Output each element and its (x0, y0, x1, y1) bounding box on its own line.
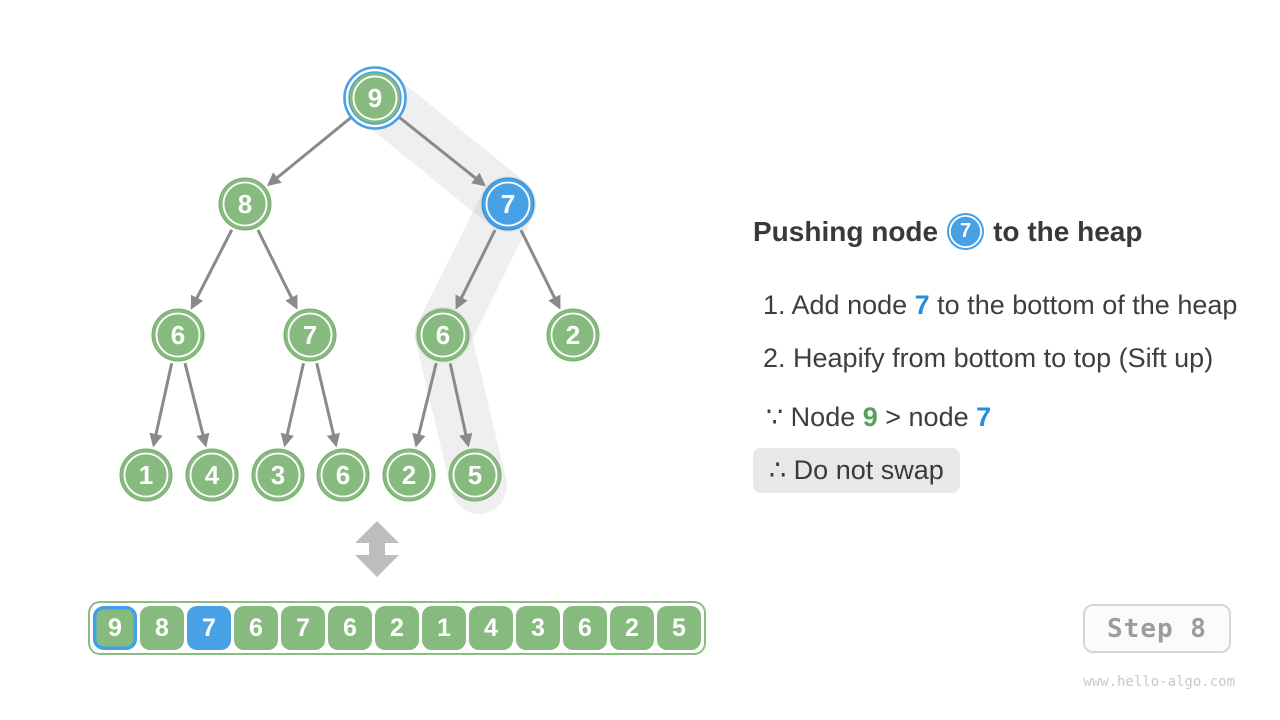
tree-node: 6 (416, 308, 470, 362)
sift-up-path-highlight (347, 68, 536, 514)
tree-node-pushed: 7 (481, 177, 535, 231)
tree-node: 8 (218, 177, 272, 231)
array-cell: 9 (93, 606, 137, 650)
tree-node: 7 (283, 308, 337, 362)
array-cell: 6 (563, 606, 607, 650)
step-1-suffix: to the bottom of the heap (929, 290, 1238, 320)
array-cell: 7 (187, 606, 231, 650)
tree-node: 1 (119, 448, 173, 502)
array-cell: 2 (610, 606, 654, 650)
array-cell: 8 (140, 606, 184, 650)
step-1-highlight: 7 (914, 290, 930, 320)
node-value: 3 (271, 460, 285, 490)
tree-node: 3 (251, 448, 305, 502)
panel-title: Pushing node 7 to the heap (753, 213, 1142, 250)
array-cell: 5 (657, 606, 701, 650)
node-value: 5 (468, 460, 482, 490)
tree-node: 2 (382, 448, 436, 502)
node-value: 6 (336, 460, 350, 490)
watermark-url: www.hello-algo.com (1083, 674, 1235, 690)
tree-node: 6 (151, 308, 205, 362)
node-value: 9 (368, 83, 382, 113)
node-value: 2 (566, 320, 580, 350)
reason-blue-value: 7 (976, 402, 992, 432)
node-value: 2 (402, 460, 416, 490)
step-counter-badge: Step 8 (1083, 604, 1231, 653)
step-2-text: 2. Heapify from bottom to top (Sift up) (763, 343, 1214, 373)
reason-green-value: 9 (862, 402, 878, 432)
reason-statement: ∵ Node 9 > node 7 (766, 402, 991, 433)
tree-node-root: 9 (343, 66, 407, 130)
node-value: 6 (171, 320, 185, 350)
conclusion-statement: ∴ Do not swap (753, 448, 960, 493)
instruction-step-1: 1. Add node 7 to the bottom of the heap (763, 290, 1237, 321)
array-cell: 7 (281, 606, 325, 650)
tree-edges (149, 114, 561, 448)
array-cell: 1 (422, 606, 466, 650)
node-value: 4 (205, 460, 220, 490)
tree-node: 4 (185, 448, 239, 502)
node-value: 1 (139, 460, 153, 490)
step-1-text: 1. Add node (763, 290, 915, 320)
reason-middle: > node (877, 402, 977, 432)
node-value: 6 (436, 320, 450, 350)
node-value: 7 (303, 320, 317, 350)
array-cell: 4 (469, 606, 513, 650)
instruction-step-2: 2. Heapify from bottom to top (Sift up) (763, 343, 1213, 374)
node-value: 8 (238, 189, 252, 219)
array-cell: 3 (516, 606, 560, 650)
conclusion-text: ∴ Do not swap (769, 455, 944, 485)
tree-node: 2 (546, 308, 600, 362)
array-cell: 6 (328, 606, 372, 650)
title-suffix: to the heap (993, 215, 1143, 247)
tree-node: 5 (448, 448, 502, 502)
double-arrow-icon (355, 521, 399, 577)
array-cell: 2 (375, 606, 419, 650)
reason-prefix: ∵ Node (766, 402, 863, 432)
tree-node: 6 (316, 448, 370, 502)
title-prefix: Pushing node (753, 215, 939, 247)
array-cell: 6 (234, 606, 278, 650)
node-value: 7 (501, 189, 515, 219)
pushed-node-badge: 7 (947, 213, 985, 250)
heap-array: 9 8 7 6 7 6 2 1 4 3 6 2 5 (88, 601, 706, 655)
